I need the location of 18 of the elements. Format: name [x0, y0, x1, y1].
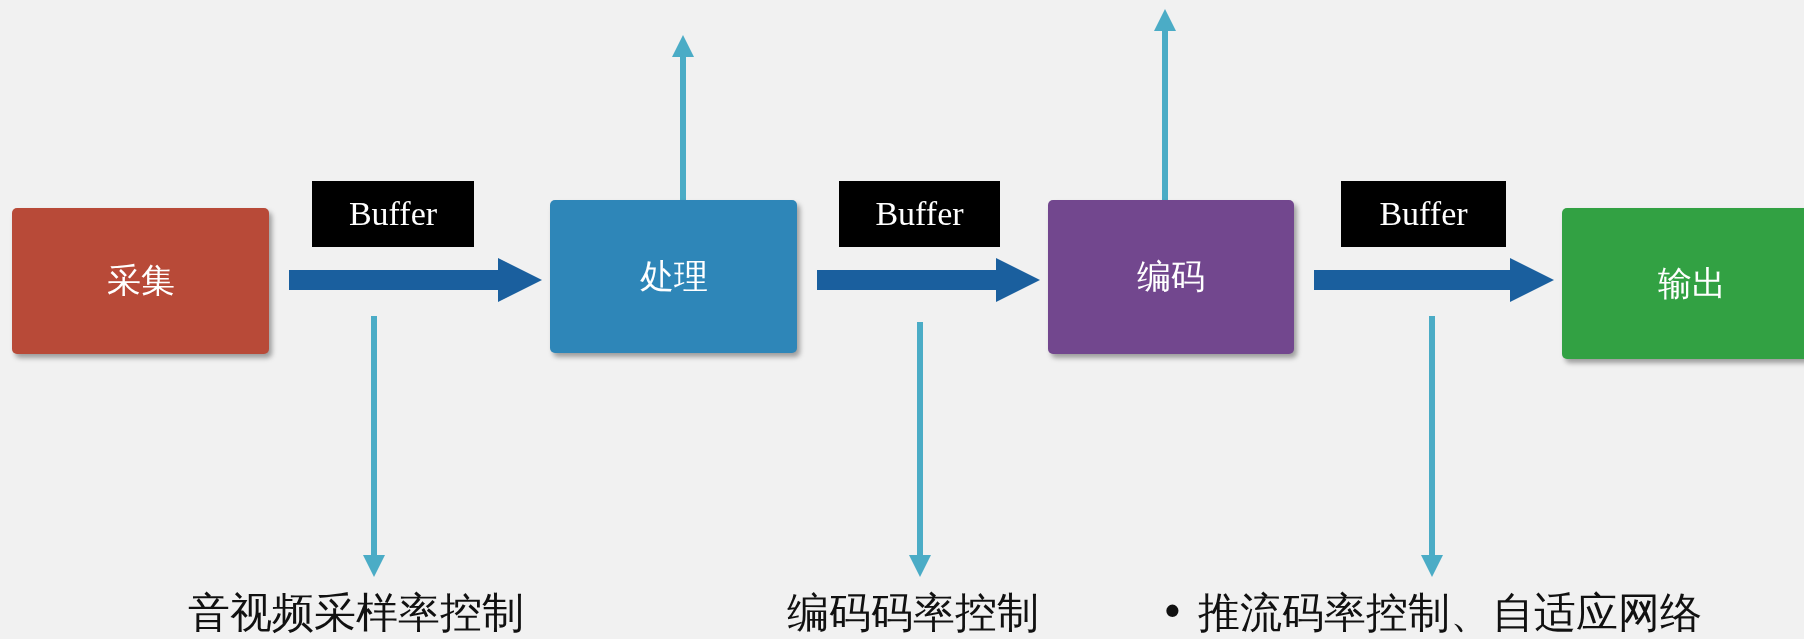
caption-text: 编码码率控制	[787, 585, 1039, 639]
arrow	[363, 316, 385, 577]
arrow	[289, 258, 542, 302]
edge-label: Buffer	[312, 181, 474, 247]
arrow	[817, 258, 1040, 302]
bullet-item: • 推流码率控制、自适应网络	[1160, 585, 1703, 639]
process-box: 处理	[550, 200, 797, 353]
encode-box: 编码	[1048, 200, 1294, 354]
capture-box: 采集	[12, 208, 269, 354]
output-box: 输出	[1562, 208, 1804, 359]
arrow	[909, 322, 931, 577]
caption-text: 音视频采样率控制	[188, 585, 524, 639]
arrow	[1154, 9, 1176, 200]
arrow	[1421, 316, 1443, 577]
edge-label: Buffer	[839, 181, 1000, 247]
edge-label: Buffer	[1341, 181, 1506, 247]
arrow	[672, 35, 694, 200]
arrow	[1314, 258, 1554, 302]
